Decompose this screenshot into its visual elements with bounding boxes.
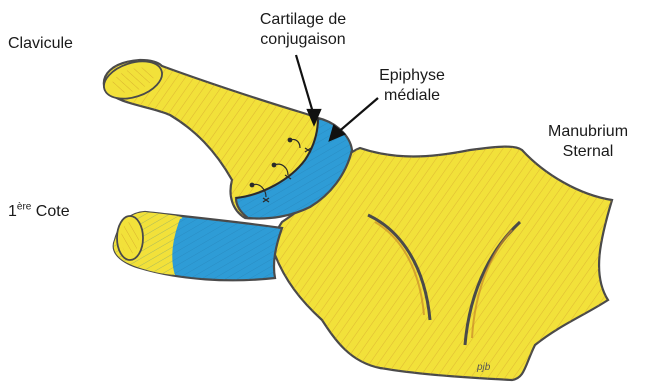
label-cartilage-de-conjugaison: Cartilage de conjugaison: [240, 10, 366, 50]
epiphyse-arrow: [330, 98, 378, 140]
label-manubrium-line2: Sternal: [540, 142, 636, 162]
label-premiere-cote: 1ère Cote: [8, 202, 70, 222]
label-cartilage-line2: conjugaison: [240, 30, 366, 50]
label-epiphyse-line2: médiale: [372, 86, 452, 106]
first-rib-shape: [114, 212, 282, 280]
label-epiphyse-line1: Epiphyse: [372, 66, 452, 86]
label-manubrium-line1: Manubrium: [540, 122, 636, 142]
label-cartilage-line1: Cartilage de: [240, 10, 366, 30]
artist-signature: pjb: [477, 358, 490, 378]
label-cote-number: 1: [8, 203, 17, 220]
label-cote-word: Cote: [31, 203, 69, 220]
label-epiphyse-mediale: Epiphyse médiale: [372, 66, 452, 106]
label-cote-superscript: ère: [17, 202, 31, 213]
label-manubrium-sternal: Manubrium Sternal: [540, 122, 636, 162]
label-clavicule: Clavicule: [8, 34, 73, 54]
